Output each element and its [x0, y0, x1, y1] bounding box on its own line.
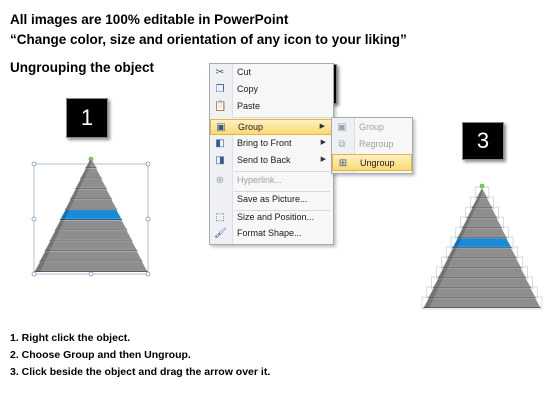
context-menu: ✂ Cut ❐ Copy 📋 Paste ▣ Group ▶ ◧ Bring t…: [209, 63, 334, 245]
menu-item-format-shape[interactable]: 🖌 Format Shape...: [214, 228, 302, 239]
submenu-item-regroup[interactable]: ⧉ Regroup: [332, 136, 412, 153]
submenu-arrow-icon: ▶: [319, 123, 325, 130]
pyramid-layer-edge: [74, 187, 108, 190]
pyramid-layer: [34, 261, 148, 272]
pyramid-layer-edge: [427, 296, 537, 298]
menu-item-size-and-position[interactable]: ⬚ Size and Position...: [215, 212, 315, 223]
pyramid-layer-edge: [471, 206, 493, 208]
pyramid-side-shade: [35, 158, 91, 272]
menu-item-copy[interactable]: ❐ Copy: [215, 84, 259, 95]
pyramid-layer-edge: [476, 196, 488, 198]
pyramid-layer: [39, 251, 143, 261]
submenu-arrow-icon: ▶: [320, 139, 326, 146]
submenu-item-ungroup[interactable]: ⊞ Ungroup: [332, 154, 412, 171]
size-position-icon: ⬚: [215, 212, 225, 223]
group-icon: ▣: [216, 122, 226, 133]
pyramid-layer-edge: [69, 198, 113, 200]
pyramid-layer: [80, 168, 102, 178]
pyramid-layer: [462, 217, 502, 227]
pyramid-layer-edge: [437, 276, 527, 278]
pyramid-layer-edge: [44, 250, 138, 252]
pyramid-layer: [44, 240, 138, 251]
pyramid-layer-edge: [59, 218, 123, 221]
copy-icon: ❐: [215, 84, 225, 95]
pyramid-layer-edge: [34, 270, 148, 272]
pyramid-layer: [433, 277, 531, 288]
pyramid-layer-edge: [79, 177, 103, 179]
pyramid-layer: [438, 267, 526, 278]
pyramid-layer: [65, 199, 117, 209]
hyperlink-icon: ⊕: [215, 175, 225, 186]
pyramid-layer-edge: [49, 239, 133, 241]
pyramid-layer-edge: [39, 260, 143, 262]
step-1-badge: 1: [66, 98, 108, 138]
group-icon: ▣: [337, 122, 347, 133]
instruction-step-1: 1. Right click the object.: [10, 332, 131, 344]
pyramid-layer: [423, 297, 541, 308]
group-submenu: ▣ Group ⧉ Regroup ⊞ Ungroup: [331, 117, 413, 174]
section-title: Ungrouping the object: [10, 60, 154, 75]
pyramid-layer: [60, 209, 122, 220]
step-3-badge: 3: [462, 122, 504, 160]
menu-separator: [234, 171, 330, 172]
pyramid-layer: [55, 219, 127, 230]
pyramid-1-selected[interactable]: [30, 150, 155, 280]
pyramid-layer: [442, 257, 522, 268]
menu-item-group[interactable]: ▣ Group ▶: [210, 119, 333, 135]
menu-item-bring-to-front[interactable]: ◧ Bring to Front ▶: [215, 138, 326, 149]
pyramid-side-shade: [424, 188, 482, 308]
pyramid-layer: [49, 230, 133, 240]
pyramid-layer-edge: [461, 226, 503, 228]
pyramid-layer-edge: [442, 266, 522, 268]
menu-item-paste[interactable]: 📋 Paste: [214, 101, 261, 112]
scissors-icon: ✂: [215, 67, 225, 78]
pyramid-layer: [447, 247, 517, 258]
submenu-arrow-icon: ▶: [320, 156, 326, 163]
pyramid-layer-edge: [64, 208, 118, 210]
subheadline: “Change color, size and orientation of a…: [10, 32, 407, 47]
menu-item-save-as-picture[interactable]: Save as Picture...: [237, 194, 308, 204]
menu-separator: [234, 191, 330, 192]
instruction-list: 1. Right click the object. 2. Choose Gro…: [10, 332, 270, 383]
pyramid-3-ungrouped[interactable]: [418, 180, 548, 318]
menu-item-cut[interactable]: ✂ Cut: [215, 67, 252, 78]
menu-item-send-to-back[interactable]: ◨ Send to Back ▶: [215, 155, 326, 166]
headline: All images are 100% editable in PowerPoi…: [10, 12, 289, 27]
pyramid-layer-edge: [466, 216, 498, 218]
pyramid-layer-edge: [447, 256, 517, 258]
pyramid-layer-edge: [452, 246, 512, 248]
menu-separator: [234, 117, 330, 118]
send-back-icon: ◨: [215, 155, 225, 166]
regroup-icon: ⧉: [338, 139, 346, 150]
pyramid-layer-edge: [84, 167, 98, 169]
menu-item-hyperlink[interactable]: ⊕ Hyperlink...: [215, 175, 283, 186]
instruction-step-3: 3. Click beside the object and drag the …: [10, 366, 271, 378]
submenu-item-group[interactable]: ▣ Group: [337, 122, 385, 133]
pyramid-layer-edge: [54, 229, 128, 231]
pyramid-layer-edge: [432, 286, 532, 288]
pyramid-layer: [85, 157, 97, 168]
pyramid-layer: [75, 178, 107, 189]
ungroup-icon: ⊞: [338, 158, 348, 169]
bring-front-icon: ◧: [215, 138, 225, 149]
instruction-step-2: 2. Choose Group and then Ungroup.: [10, 349, 191, 361]
paste-icon: 📋: [214, 101, 227, 112]
format-shape-icon: 🖌: [214, 228, 227, 239]
pyramid-layer-edge: [423, 306, 541, 308]
pyramid-layer-edge: [456, 236, 508, 238]
pyramid-layer: [428, 287, 536, 298]
menu-separator: [234, 210, 330, 211]
pyramid-layer: [452, 237, 512, 248]
